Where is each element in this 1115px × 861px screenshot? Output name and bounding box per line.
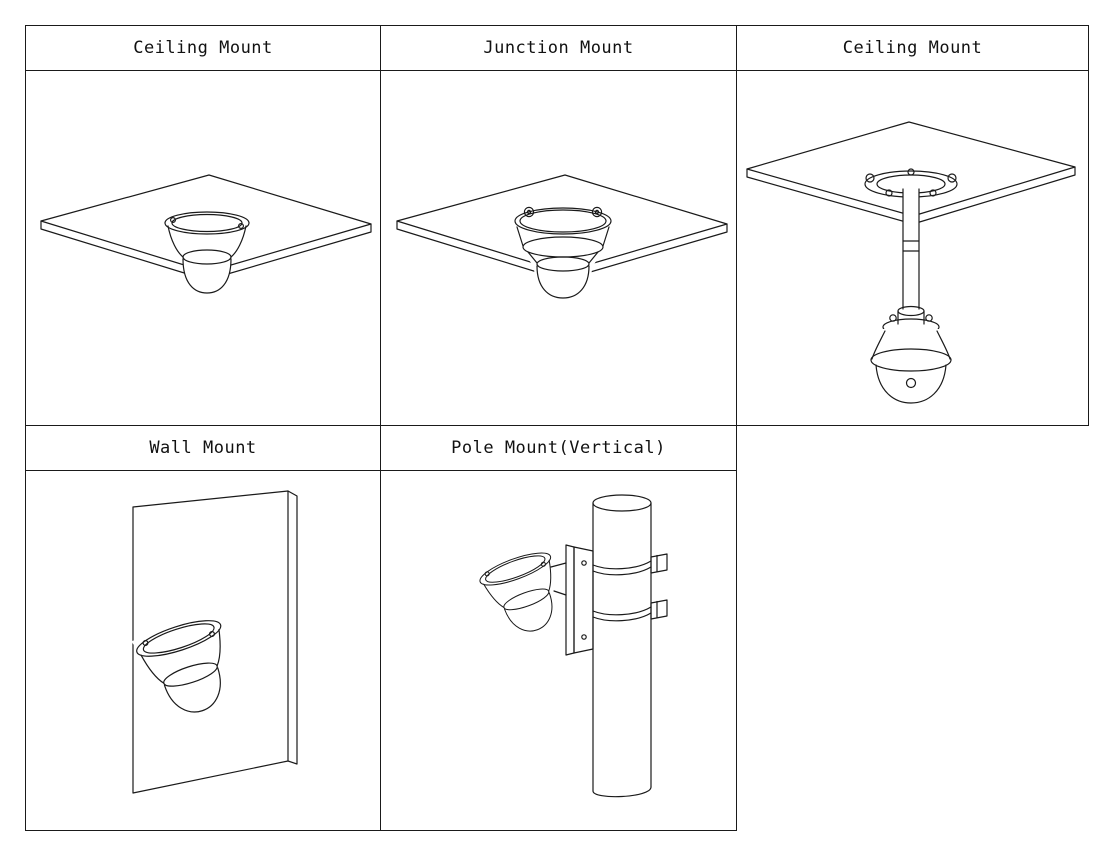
ceiling-mount-dome-illustration	[40, 174, 372, 295]
cell-title-wall-mount: Wall Mount	[25, 425, 381, 471]
cell-drawing-junction-mount	[380, 70, 737, 426]
cell-label: Ceiling Mount	[133, 38, 273, 58]
cell-label: Wall Mount	[149, 438, 257, 458]
junction-mount-dome-illustration	[396, 174, 728, 301]
cell-drawing-pole-mount	[380, 470, 737, 831]
cell-drawing-ceiling-mount-1	[25, 70, 381, 426]
cell-drawing-wall-mount	[25, 470, 381, 831]
cell-title-ceiling-mount-2: Ceiling Mount	[736, 25, 1089, 71]
cell-title-pole-mount: Pole Mount(Vertical)	[380, 425, 737, 471]
cell-label: Ceiling Mount	[842, 38, 983, 58]
cell-label: Pole Mount(Vertical)	[451, 438, 666, 458]
cell-drawing-ceiling-mount-2	[736, 70, 1089, 426]
pendant-mount-illustration	[746, 121, 1076, 407]
wall-mount-illustration	[131, 490, 298, 794]
pole-mount-illustration	[475, 494, 668, 798]
cell-title-ceiling-mount-1: Ceiling Mount	[25, 25, 381, 71]
cell-label: Junction Mount	[483, 38, 634, 58]
cell-title-junction-mount: Junction Mount	[380, 25, 737, 71]
